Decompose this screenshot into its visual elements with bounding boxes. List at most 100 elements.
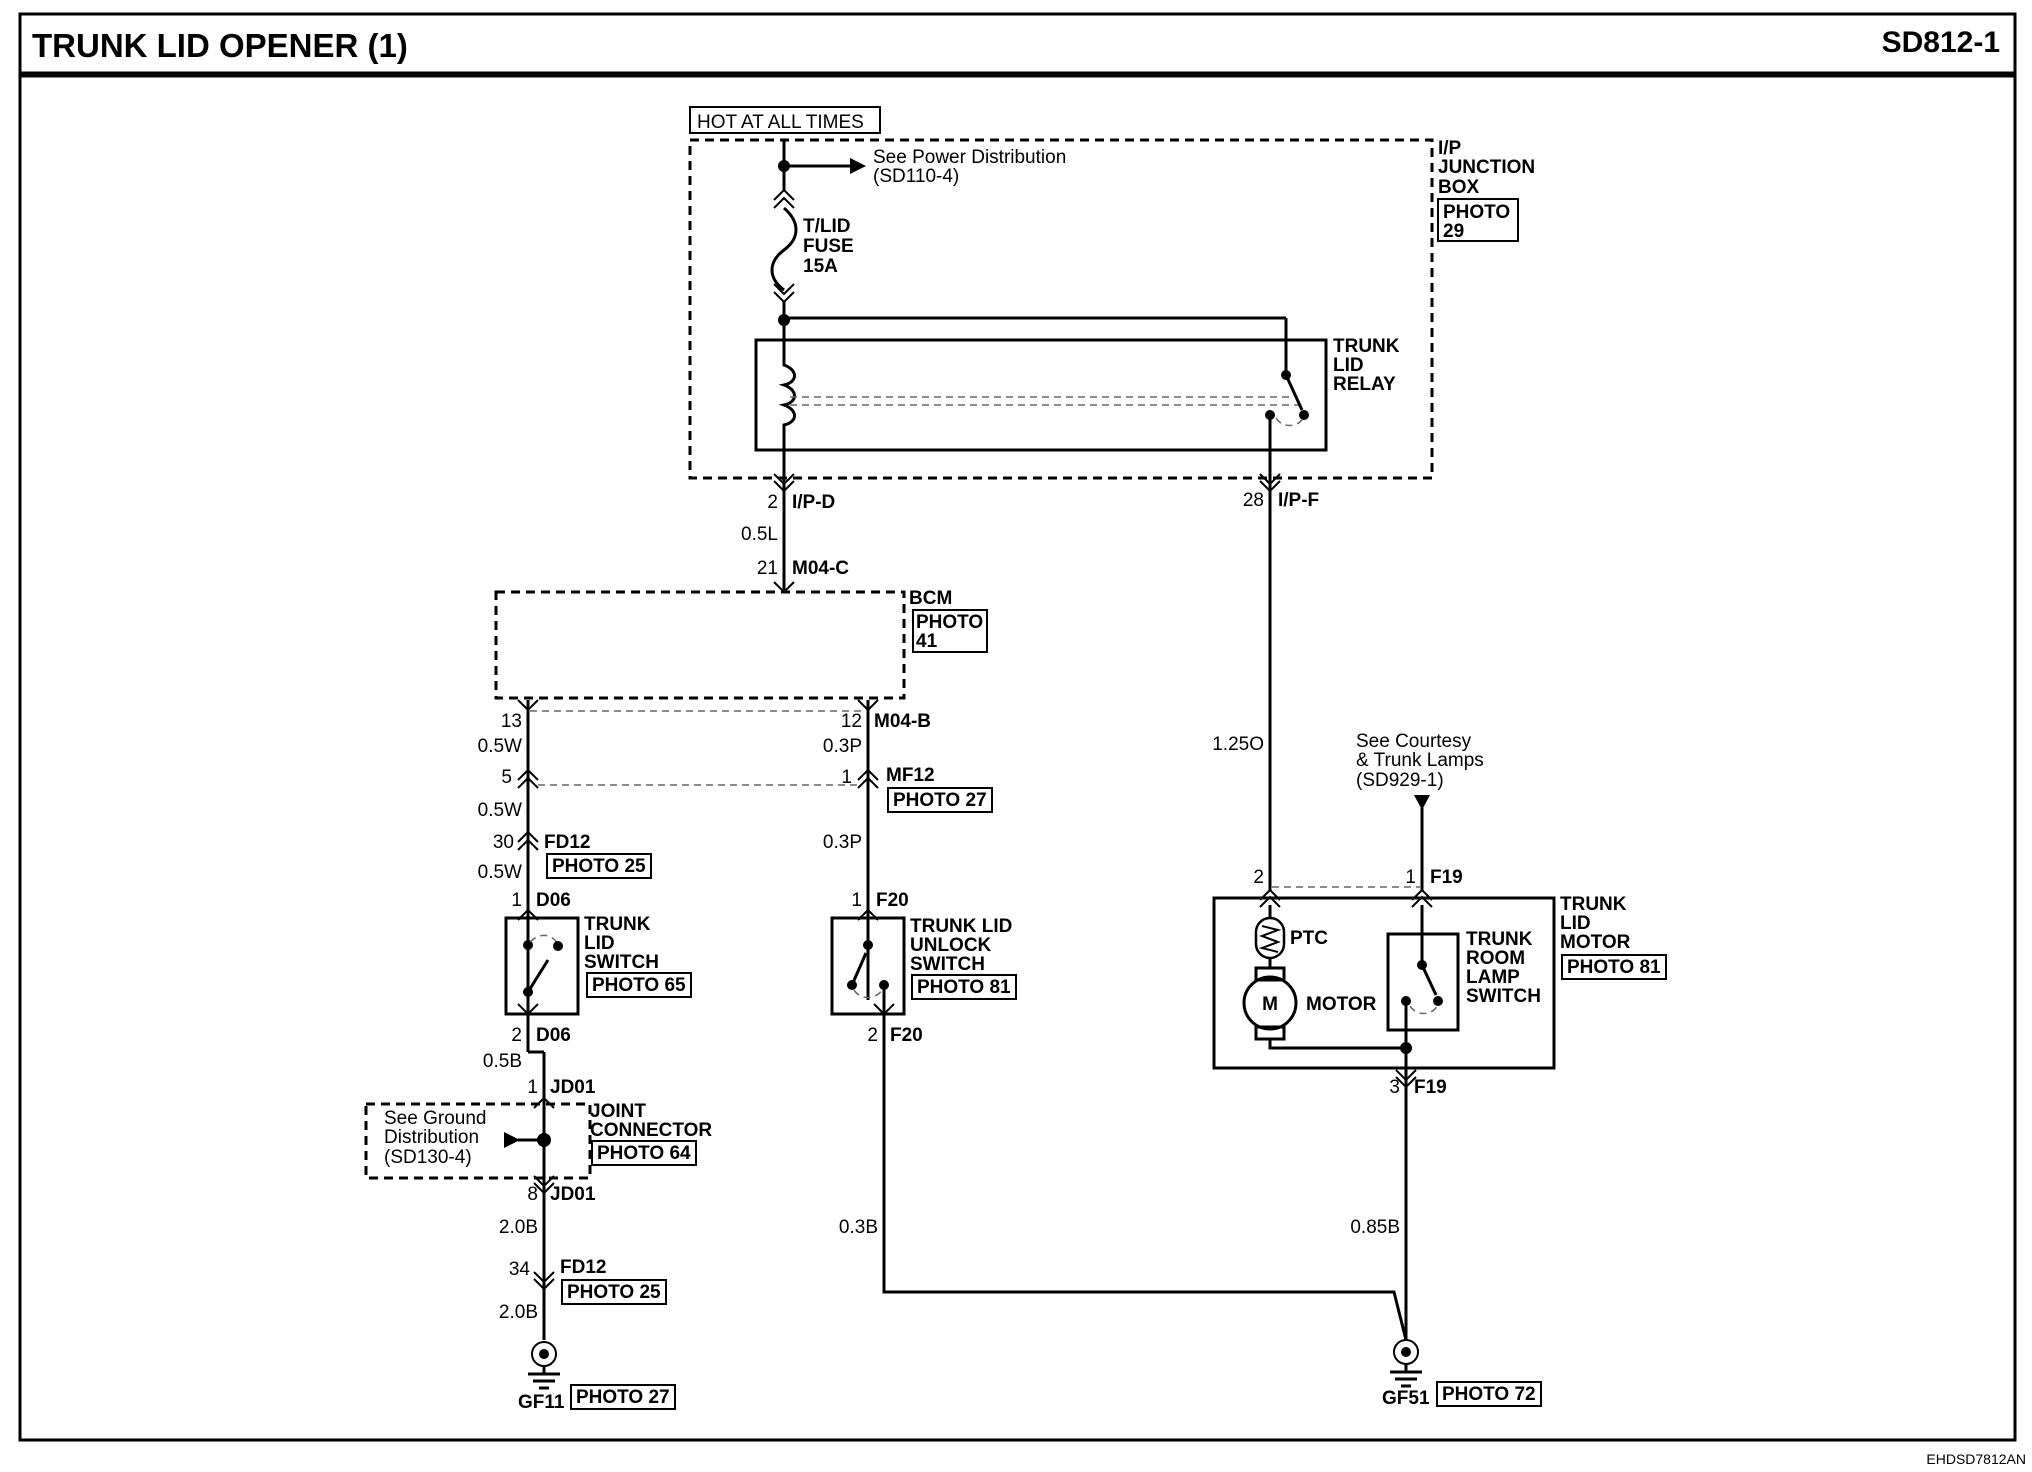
- joint-connector-label-2: CONNECTOR: [590, 1120, 712, 1141]
- motor-symbol: [1242, 975, 1298, 1031]
- gf51-photo-box: [1436, 1381, 1542, 1407]
- fd12-34-photo: PHOTO 25: [567, 1282, 661, 1303]
- motor-assembly-photo: PHOTO 81: [1567, 957, 1661, 978]
- wire-05w-b-label: 0.5W: [478, 800, 522, 821]
- motor-assembly-photo-box: [1561, 954, 1667, 980]
- see-courtesy-line-1: See Courtesy: [1356, 731, 1472, 752]
- fd12-34-chevron-2: [533, 1278, 555, 1291]
- gf51-ground-center: [1401, 1347, 1411, 1357]
- room-lamp-switch-label-1: TRUNK: [1466, 929, 1533, 950]
- fuse-symbol: [770, 206, 798, 292]
- jd01-8-name: JD01: [550, 1184, 596, 1205]
- trunk-lid-switch-label-1: TRUNK: [584, 914, 651, 935]
- gf11-photo-box: [570, 1384, 676, 1410]
- wire-03b-to-gf51: [882, 1014, 1408, 1341]
- trunk-lid-switch-label-2: LID: [584, 933, 615, 954]
- see-ground-box: [364, 1102, 592, 1180]
- trunk-lid-switch-travel: [529, 934, 559, 945]
- see-ground-line-2: Distribution: [384, 1127, 479, 1148]
- unlock-switch-label-1: TRUNK LID: [910, 916, 1012, 937]
- bcm-photo-2: 41: [916, 631, 938, 652]
- wire-05w-c-label: 0.5W: [478, 862, 522, 883]
- unlock-switch-arm: [850, 952, 868, 986]
- see-ground-arrow: [504, 1132, 520, 1148]
- unlock-switch-travel: [853, 989, 883, 999]
- wire-20b-b-label: 2.0B: [499, 1302, 538, 1323]
- unlock-switch-photo: PHOTO 81: [917, 977, 1011, 998]
- fuse-top-chevron: [773, 188, 795, 201]
- fuse-bottom-chevron: [773, 283, 795, 296]
- fuse-top-chevron-2: [773, 196, 795, 209]
- trunk-lid-relay: [754, 338, 1328, 452]
- jd01-8-chevron-2: [533, 1182, 555, 1195]
- relay-contact-moving: [1299, 410, 1309, 420]
- mf12-photo: PHOTO 27: [893, 790, 987, 811]
- ipd-pin: 2: [767, 492, 778, 513]
- fd12-30-name: FD12: [544, 832, 590, 853]
- junction-box-name-2: JUNCTION: [1438, 157, 1535, 178]
- mf12-1-chevron: [857, 768, 879, 781]
- room-lamp-switch-label-2: ROOM: [1466, 948, 1525, 969]
- motor-symbol-label: M: [1262, 994, 1278, 1015]
- mf12-5-chevron-2: [517, 776, 539, 789]
- ipd-chevron-2: [773, 480, 795, 493]
- bcm-photo-1: PHOTO: [916, 612, 983, 633]
- trunk-lid-switch-photo-box: [586, 972, 692, 998]
- motor-ground-splice: [1400, 1042, 1412, 1054]
- relay-feed-splice: [778, 314, 790, 326]
- m04c-name: M04-C: [792, 558, 849, 579]
- relay-label-2: LID: [1333, 355, 1364, 376]
- jd01-8-pin: 8: [527, 1184, 538, 1205]
- bcm-box: [494, 590, 906, 700]
- m04b-12-pin: 12: [841, 711, 862, 732]
- junction-box-photo-1: PHOTO: [1443, 202, 1510, 223]
- relay-coil: [778, 340, 796, 450]
- d06-1-name: D06: [536, 890, 571, 911]
- fd12-30-chevron-2: [517, 838, 539, 851]
- mf12-1-chevron-2: [857, 776, 879, 789]
- motor-ground-wire: [1268, 1039, 1406, 1050]
- f19-2-pin: 2: [1253, 867, 1264, 888]
- diagram-frame: [18, 72, 2017, 1442]
- see-courtesy-line-2: & Trunk Lamps: [1356, 750, 1484, 771]
- unlock-switch-contact-top: [863, 940, 873, 950]
- junction-box-photo-box: [1437, 198, 1519, 242]
- wire-03p-a-label: 0.3P: [823, 736, 862, 757]
- wire-03b-label: 0.3B: [839, 1217, 878, 1238]
- mf12-5-pin: 5: [501, 767, 512, 788]
- unlock-switch-photo-box: [911, 974, 1017, 1000]
- d06-1-chevron: [517, 908, 539, 921]
- f20-2-pin: 2: [867, 1025, 878, 1046]
- f20-1-chevron: [857, 908, 879, 921]
- ptc-label: PTC: [1290, 928, 1328, 949]
- jd01-1-pin: 1: [527, 1077, 538, 1098]
- ipf-pin: 28: [1243, 490, 1264, 511]
- d06-1-pin: 1: [511, 890, 522, 911]
- mf12-5-chevron: [517, 768, 539, 781]
- unlock-switch-label-2: UNLOCK: [910, 935, 992, 956]
- joint-connector-photo: PHOTO 64: [597, 1143, 691, 1164]
- joint-connector-photo-box: [591, 1140, 697, 1166]
- gf51-name: GF51: [1382, 1388, 1430, 1409]
- room-lamp-switch-label-3: LAMP: [1466, 967, 1520, 988]
- trunk-lid-switch: [504, 916, 580, 1016]
- trunk-lid-motor-box: [1212, 896, 1556, 1070]
- see-power-line-2: (SD110-4): [873, 166, 959, 187]
- fd12-30-photo-box: [546, 853, 652, 879]
- m04b-13-pin: 13: [501, 711, 522, 732]
- ipd-name: I/P-D: [792, 492, 835, 513]
- page-title: TRUNK LID OPENER (1): [32, 27, 408, 64]
- fd12-34-name: FD12: [560, 1257, 606, 1278]
- gf51-photo: PHOTO 72: [1442, 1384, 1536, 1405]
- junction-box-name-1: I/P: [1438, 138, 1462, 159]
- wire-05l-label: 0.5L: [741, 524, 778, 545]
- mf12-name: MF12: [886, 765, 935, 786]
- ipf-name: I/P-F: [1278, 490, 1319, 511]
- relay-label-3: RELAY: [1333, 374, 1396, 395]
- f20-1-pin: 1: [851, 890, 862, 911]
- power-dist-arrow: [850, 158, 866, 174]
- gf11-name: GF11: [518, 1392, 565, 1413]
- wire-20b-a-label: 2.0B: [499, 1217, 538, 1238]
- junction-box-name-3: BOX: [1438, 177, 1480, 198]
- relay-contact-travel: [1275, 417, 1304, 427]
